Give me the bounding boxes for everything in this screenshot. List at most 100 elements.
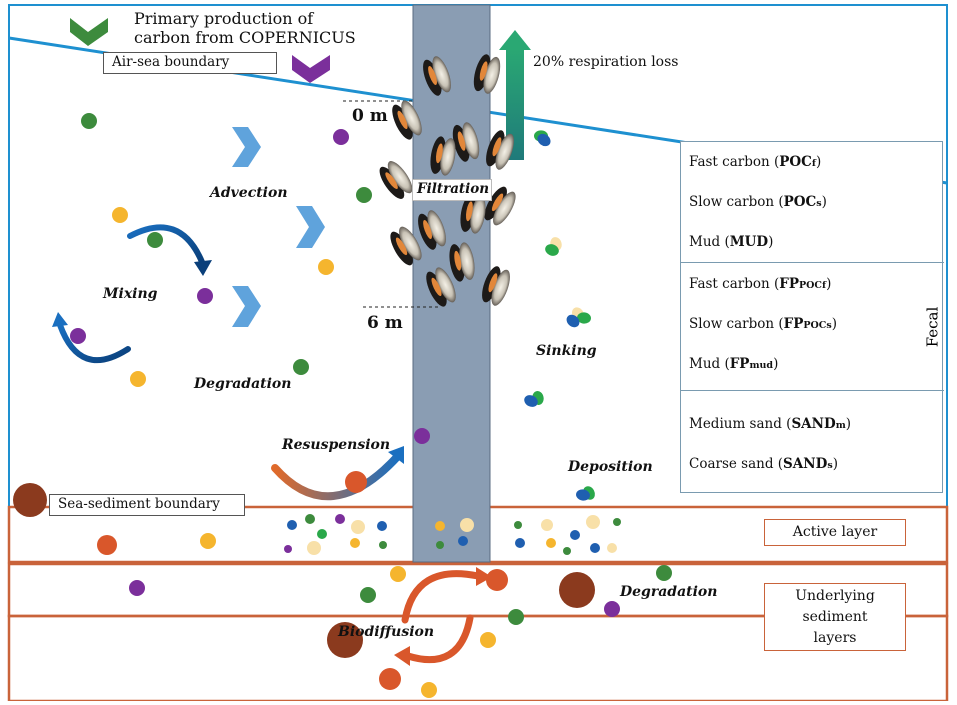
fp-mud-particle — [351, 520, 365, 534]
legend-text: Coarse sand ( — [689, 456, 784, 472]
fp-mud-particle — [307, 541, 321, 555]
legend-text: Fast carbon ( — [689, 154, 780, 170]
mussel — [426, 267, 456, 307]
primary-production-chevron-purple — [292, 55, 330, 83]
legend-close: ) — [832, 456, 838, 472]
mussel-group — [379, 54, 516, 307]
fp-slow-particle — [570, 530, 580, 540]
advection-chevron-3 — [232, 286, 261, 327]
legend-sub: s — [827, 460, 833, 471]
mud-particle — [421, 682, 437, 698]
underlying-line-1: Underlying — [795, 588, 875, 604]
sinking-label: Sinking — [536, 343, 597, 359]
mussel — [423, 56, 451, 96]
mussel — [390, 226, 422, 266]
degradation-sediment-label: Degradation — [620, 584, 718, 600]
fast-carbon-particle — [147, 232, 163, 248]
resuspension-arrow — [271, 452, 402, 501]
legend-fecal-label: Fecal — [923, 306, 942, 348]
mussel — [418, 210, 446, 250]
fp-slow-particle — [287, 520, 297, 530]
fp-slow-pellet — [566, 314, 580, 328]
resuspension-arrow-head — [388, 446, 404, 464]
mussel — [379, 161, 413, 199]
mixing-label: Mixing — [103, 286, 158, 302]
mud-particle — [390, 566, 406, 582]
slow-carbon-particle — [414, 428, 430, 444]
fast-carbon-particle — [81, 113, 97, 129]
medium-sand-particle — [379, 668, 401, 690]
title: Primary production of carbon from COPERN… — [134, 9, 356, 47]
biodiffusion-label: Biodiffusion — [338, 624, 435, 640]
mud-particle — [200, 533, 216, 549]
legend-close: ) — [815, 154, 822, 170]
respiration-arrow-shaft — [506, 48, 524, 160]
advection-chevron-1 — [232, 127, 261, 167]
mud-particle — [480, 632, 496, 648]
air-sea-boundary-label: Air-sea boundary — [103, 52, 277, 74]
legend-code: SAND — [783, 456, 828, 472]
slow-carbon-particle — [129, 580, 145, 596]
legend-text: Fast carbon ( — [689, 276, 780, 292]
legend-fp-slow: Slow carbon (FPPOCs) — [689, 316, 837, 332]
legend-close: ) — [773, 356, 779, 372]
slow-carbon-particle — [70, 328, 86, 344]
slow-carbon-particle — [335, 514, 345, 524]
biodiffusion-arrow-top — [401, 570, 482, 624]
legend-close: ) — [845, 416, 852, 432]
mixing-arrow-1-head — [194, 260, 212, 276]
biodiffusion-arrow-bottom-head — [394, 646, 410, 666]
advection-chevron-2 — [296, 206, 325, 248]
active-layer-label: Active layer — [764, 519, 906, 546]
mussel — [482, 266, 510, 306]
legend-close: ) — [826, 276, 832, 292]
legend-code: MUD — [729, 234, 769, 250]
biodiffusion-arrow-top-head — [476, 567, 492, 586]
mussel — [486, 130, 514, 170]
legend: Fast carbon (POCf) Slow carbon (POCs) Mu… — [680, 141, 944, 493]
mussel — [430, 136, 456, 176]
fast-carbon-particle — [563, 547, 571, 555]
mixing-arrow-2 — [57, 322, 131, 364]
mud-particle — [350, 538, 360, 548]
medium-sand-particle — [97, 535, 117, 555]
legend-code: POC — [779, 154, 812, 170]
mud-particle — [546, 538, 556, 548]
legend-code: FP — [729, 356, 750, 372]
mussel — [452, 122, 480, 162]
fast-carbon-particle — [508, 609, 524, 625]
sea-sediment-boundary-label: Sea-sediment boundary — [49, 494, 245, 516]
mud-particle — [130, 371, 146, 387]
legend-fp-fast: Fast carbon (FPPOCf) — [689, 276, 831, 292]
mussel — [484, 186, 516, 226]
fp-slow-particle — [377, 521, 387, 531]
primary-production-chevron-green — [70, 18, 108, 46]
mixing-arrow-2-head — [52, 312, 68, 327]
legend-sub: s — [816, 198, 822, 209]
legend-fast-carbon: Fast carbon (POCf) — [689, 154, 821, 170]
legend-medium-sand: Medium sand (SANDm) — [689, 416, 851, 432]
fp-slow-pellet — [576, 489, 590, 501]
underlying-line-3: layers — [813, 630, 857, 646]
mud-particle — [112, 207, 128, 223]
legend-code: FP — [783, 316, 804, 332]
legend-code: POC — [783, 194, 817, 210]
mussel — [392, 100, 422, 140]
title-line-1: Primary production of — [134, 9, 314, 28]
fp-fast-pellet — [577, 312, 591, 324]
respiration-arrow-head — [499, 30, 531, 50]
fp-slow-particle — [458, 536, 468, 546]
fp-fast-pellet — [545, 244, 559, 256]
biodiffusion-arrow-bottom — [404, 614, 474, 664]
mud-particle — [435, 521, 445, 531]
legend-separator-1 — [681, 262, 944, 263]
fast-carbon-particle — [613, 518, 621, 526]
legend-sub: f — [811, 158, 816, 169]
fp-mud-particle — [607, 543, 617, 553]
filtration-label: Filtration — [412, 179, 492, 201]
fp-slow-pellet — [524, 395, 538, 407]
legend-sub: POCf — [798, 280, 827, 291]
deposition-label: Deposition — [568, 459, 653, 475]
